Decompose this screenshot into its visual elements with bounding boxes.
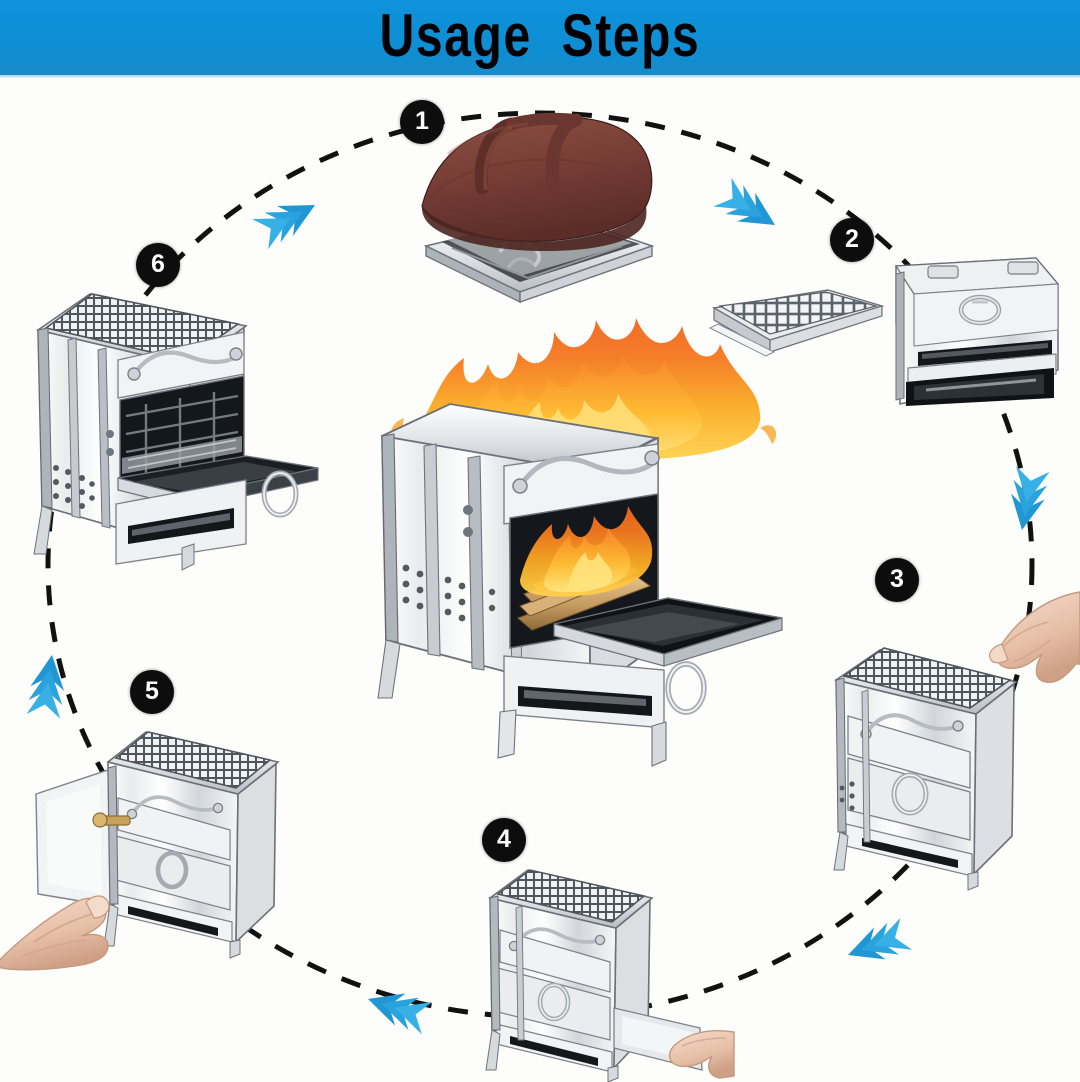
storage-bag	[421, 112, 653, 252]
assembled-stove-step3	[833, 647, 1018, 891]
step-5-badge: 5	[130, 670, 174, 714]
folded-stove-body	[894, 257, 1060, 406]
arrow-4-to-5	[362, 982, 433, 1035]
assembled-stove-step5	[35, 731, 280, 959]
center-photo	[377, 318, 783, 767]
assembled-stove-step6	[33, 293, 319, 571]
header-underline	[0, 75, 1080, 78]
step-6-photo	[33, 293, 319, 571]
step-1-photo	[421, 112, 655, 304]
hand-placing-grate	[989, 591, 1080, 683]
grill-grate-flat	[708, 289, 885, 357]
page-title: Usage Steps	[379, 1, 701, 69]
step-6-badge: 6	[136, 243, 180, 287]
step-3-photo	[833, 591, 1080, 891]
step-2-photo	[708, 257, 1060, 406]
step-4-photo	[485, 869, 735, 1082]
assembled-stove-step4	[485, 869, 703, 1082]
header-banner: Usage Steps	[0, 0, 1080, 75]
step-2-badge: 2	[830, 218, 874, 262]
arrow-3-to-4	[842, 917, 913, 971]
center-stove-body	[377, 403, 783, 767]
latch-pin	[92, 812, 131, 828]
step-1-badge: 1	[400, 100, 444, 144]
hand-locking-latch	[0, 895, 110, 971]
step-4-badge: 4	[482, 818, 526, 862]
hand-opening-door	[669, 1030, 735, 1079]
inner-flames	[520, 506, 653, 597]
arrow-6-to-1	[252, 189, 323, 250]
step-3-badge: 3	[875, 558, 919, 602]
arrow-1-to-2	[713, 177, 785, 240]
step-5-photo	[0, 731, 280, 971]
